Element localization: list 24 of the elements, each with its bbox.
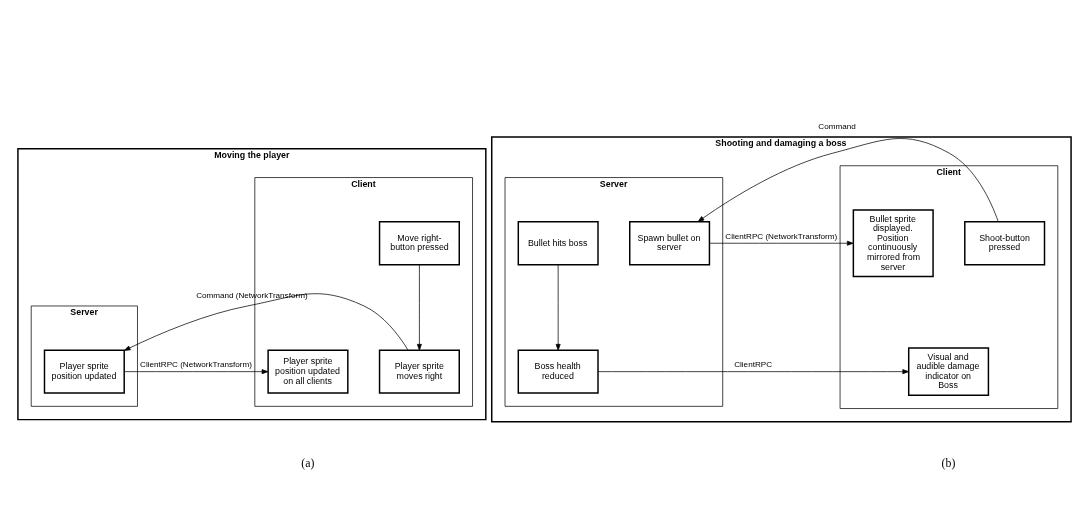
edge-label: Command (NetworkTransform) xyxy=(196,290,308,300)
arrow xyxy=(709,240,854,246)
arrow xyxy=(555,263,561,351)
node-box: Bullet hits boss xyxy=(517,220,599,265)
edge-label: ClientRPC (NetworkTransform) xyxy=(725,231,838,241)
label: (b) xyxy=(941,455,956,470)
arrow xyxy=(697,137,999,222)
node-box: Player sprite position updated xyxy=(43,349,125,394)
node-box: Player sprite position updated on all clients xyxy=(267,349,349,394)
node-box: Player sprite moves right xyxy=(378,349,460,394)
edge-label: ClientRPC (NetworkTransform) xyxy=(140,359,252,369)
arrow xyxy=(123,292,409,351)
edge-label: ClientRPC xyxy=(734,359,773,369)
arrow xyxy=(123,368,269,374)
arrow xyxy=(597,368,910,374)
node-box: Spawn bullet on server xyxy=(629,220,711,265)
arrow xyxy=(416,263,422,351)
node-box: Shoot-button pressed xyxy=(964,220,1046,265)
edge-label: Command xyxy=(818,121,856,131)
node-box: Move right-button pressed xyxy=(378,220,460,265)
node-box: Boss health reduced xyxy=(517,349,599,394)
label: (a) xyxy=(301,455,315,470)
node-box: Visual and audible damage indicator on Boss xyxy=(907,346,990,396)
node-box: Bullet sprite displayed. Position continuously mirrored from server xyxy=(852,208,934,277)
